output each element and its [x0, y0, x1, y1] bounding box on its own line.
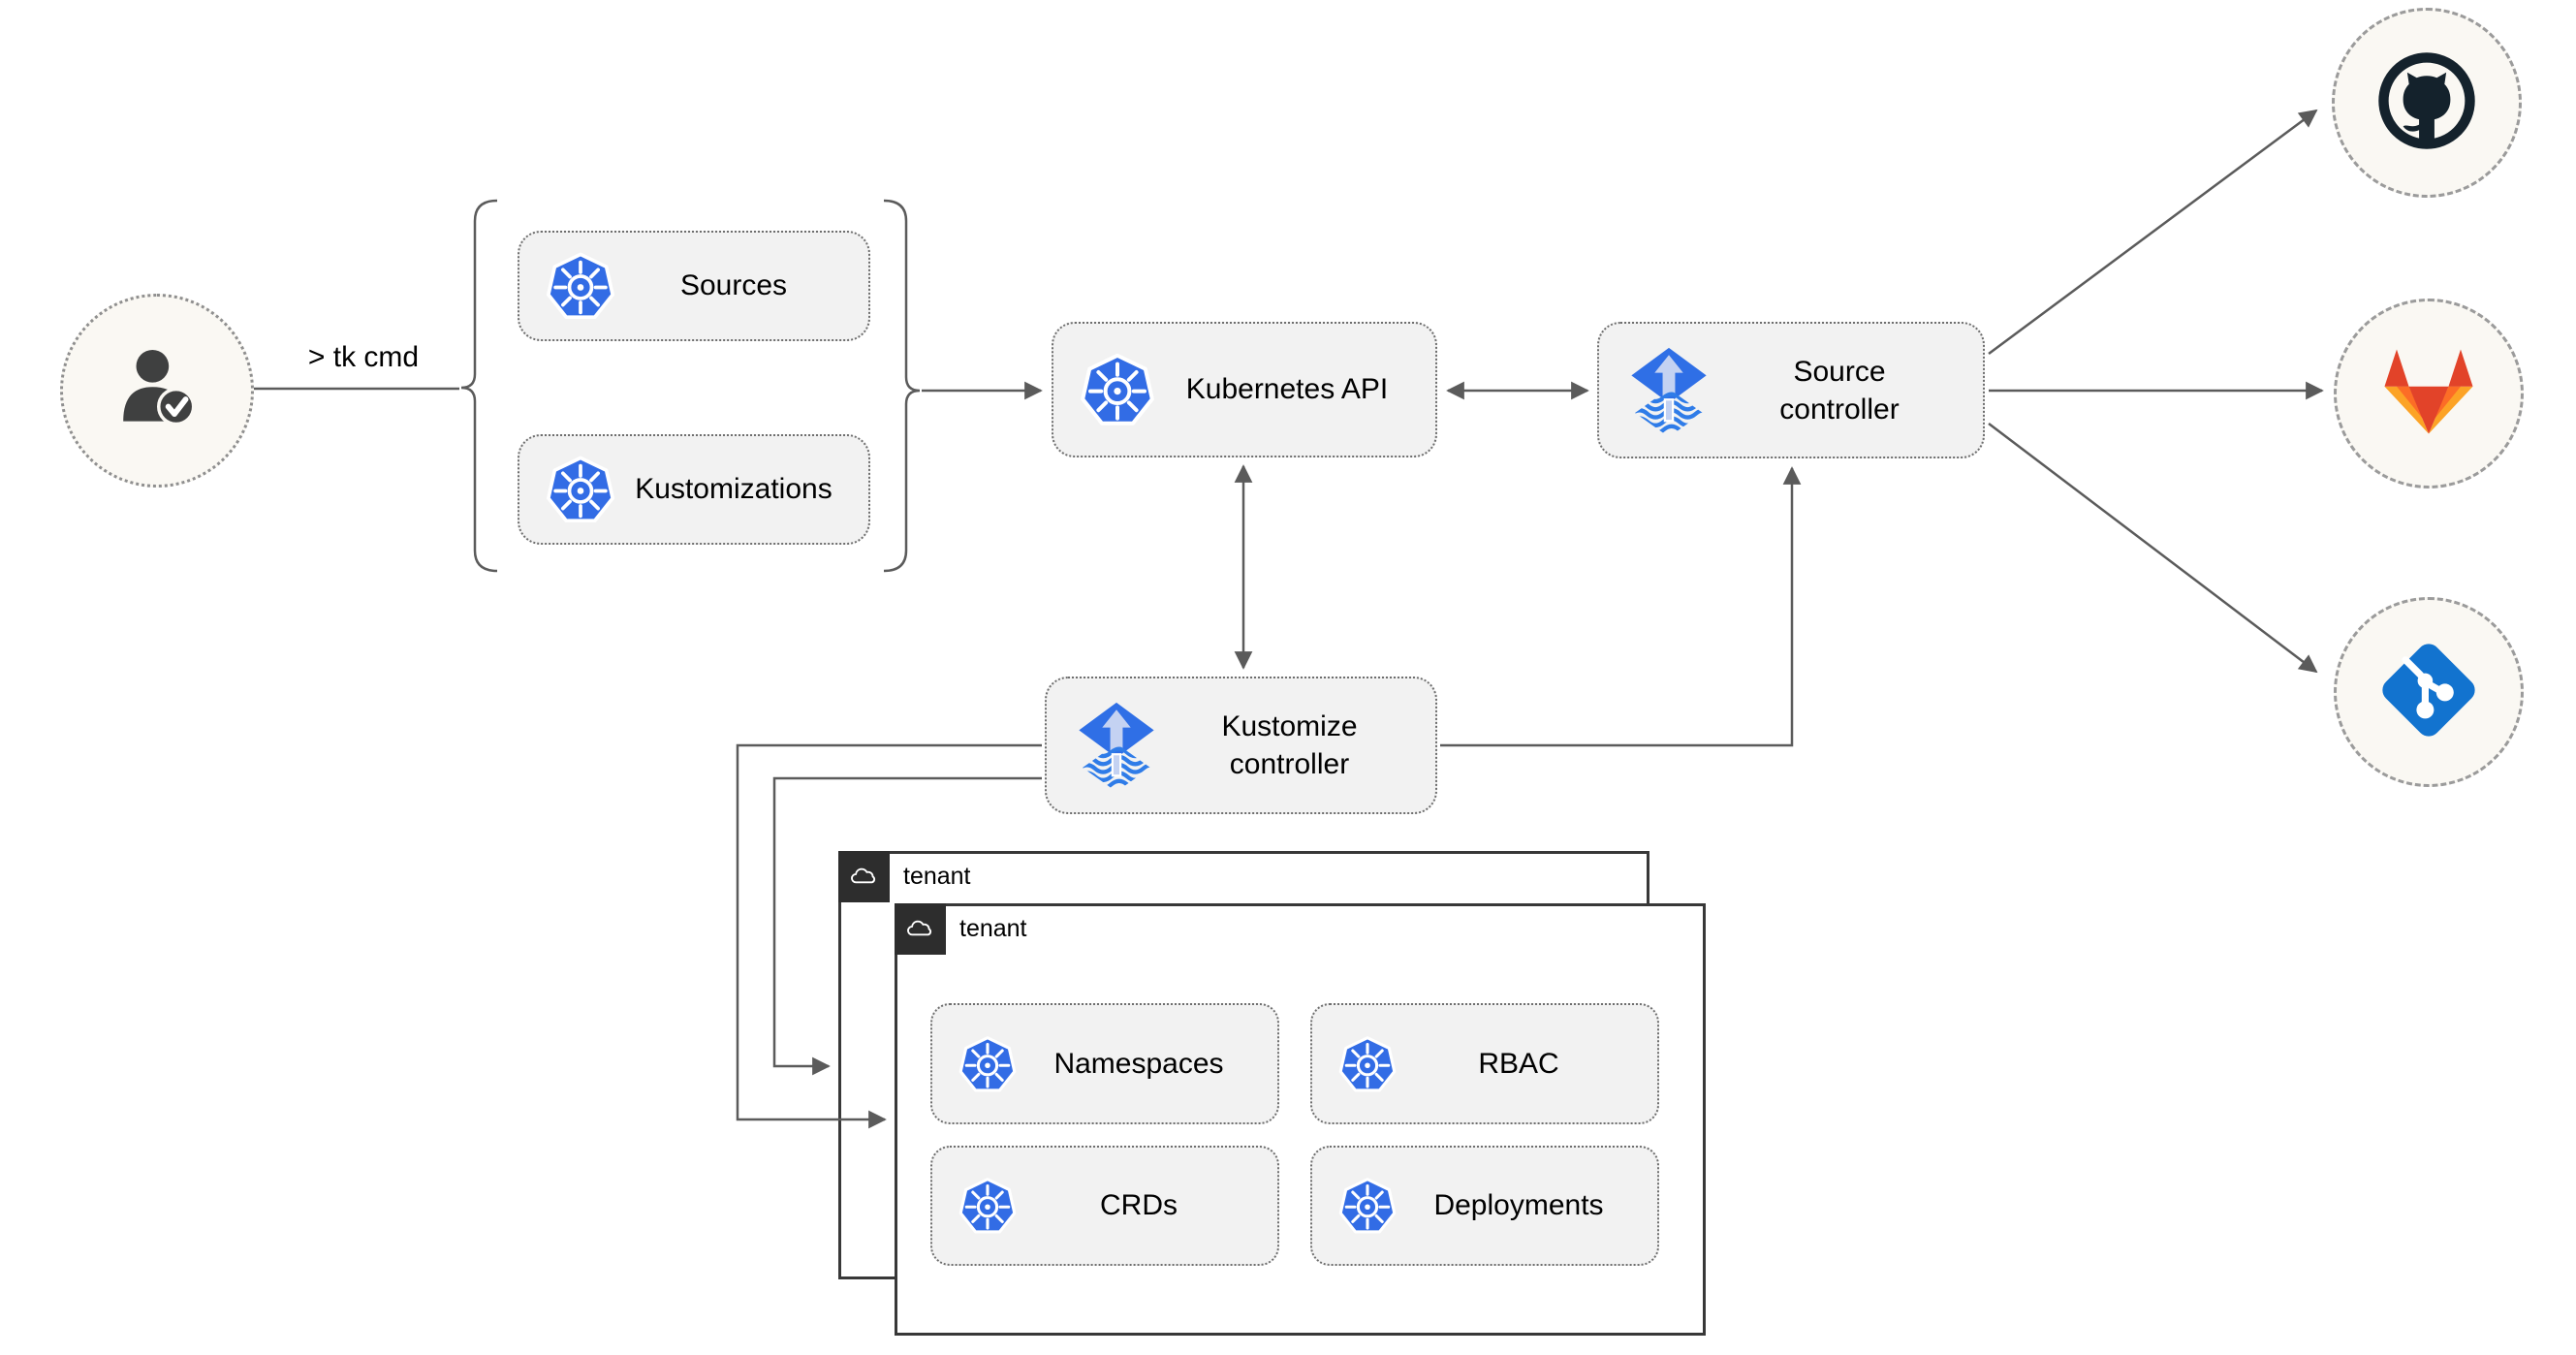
node-kustomize-controller: Kustomize controller	[1045, 677, 1437, 814]
node-kustomizations-label: Kustomizations	[635, 473, 832, 505]
kubernetes-icon	[1337, 1034, 1398, 1094]
gitlab-icon	[2365, 328, 2493, 460]
source-controller-line1: Source	[1793, 355, 1886, 388]
kubernetes-icon	[958, 1176, 1018, 1236]
node-source-controller: Source controller	[1597, 322, 1985, 458]
flux-icon	[1624, 346, 1713, 435]
edge-kustomizectl-sourcectl	[1440, 466, 1802, 747]
tenant-front-tab	[895, 903, 946, 955]
git-icon	[2371, 632, 2487, 753]
gitlab-remote	[2334, 299, 2524, 488]
kustomize-controller-line1: Kustomize	[1221, 710, 1358, 742]
node-namespaces-label: Namespaces	[1053, 1047, 1224, 1080]
node-rbac: RBAC	[1310, 1003, 1659, 1124]
user-avatar	[60, 294, 254, 488]
kubernetes-icon	[1079, 351, 1156, 428]
node-sources-label: Sources	[679, 269, 788, 301]
node-kubernetes-api-label: Kubernetes API	[1185, 373, 1389, 405]
node-deployments-label: Deployments	[1433, 1189, 1604, 1221]
kubernetes-icon	[545, 250, 616, 322]
node-source-controller-label: Source controller	[1713, 353, 1965, 428]
cloud-icon	[902, 911, 939, 948]
right-brace	[883, 199, 921, 573]
kubernetes-icon	[958, 1034, 1018, 1094]
user-icon	[101, 332, 213, 450]
node-kustomize-controller-label: Kustomize controller	[1161, 708, 1418, 783]
tenant-front-label: tenant	[959, 915, 1027, 942]
kubernetes-icon	[545, 454, 616, 525]
git-remote	[2334, 597, 2524, 787]
left-brace	[460, 199, 498, 573]
tenant-back-label: tenant	[903, 863, 971, 890]
edge-sourcectl-github	[1988, 109, 2318, 356]
cloud-icon	[846, 859, 883, 896]
node-namespaces: Namespaces	[930, 1003, 1279, 1124]
edge-sourcectl-git	[1988, 423, 2318, 674]
tenant-back-tab	[838, 851, 890, 902]
cli-command-label: > tk cmd	[307, 341, 420, 373]
node-crds: CRDs	[930, 1146, 1279, 1266]
node-kubernetes-api: Kubernetes API	[1052, 322, 1437, 457]
github-remote	[2332, 8, 2522, 198]
node-crds-label: CRDs	[1100, 1189, 1178, 1221]
node-sources: Sources	[518, 231, 870, 341]
github-icon	[2368, 42, 2486, 165]
node-deployments: Deployments	[1310, 1146, 1659, 1266]
flux-icon	[1072, 701, 1161, 790]
node-rbac-label: RBAC	[1478, 1047, 1559, 1080]
source-controller-line2: controller	[1779, 393, 1900, 425]
node-kustomizations: Kustomizations	[518, 434, 870, 545]
kubernetes-icon	[1337, 1176, 1398, 1236]
kustomize-controller-line2: controller	[1229, 748, 1350, 780]
